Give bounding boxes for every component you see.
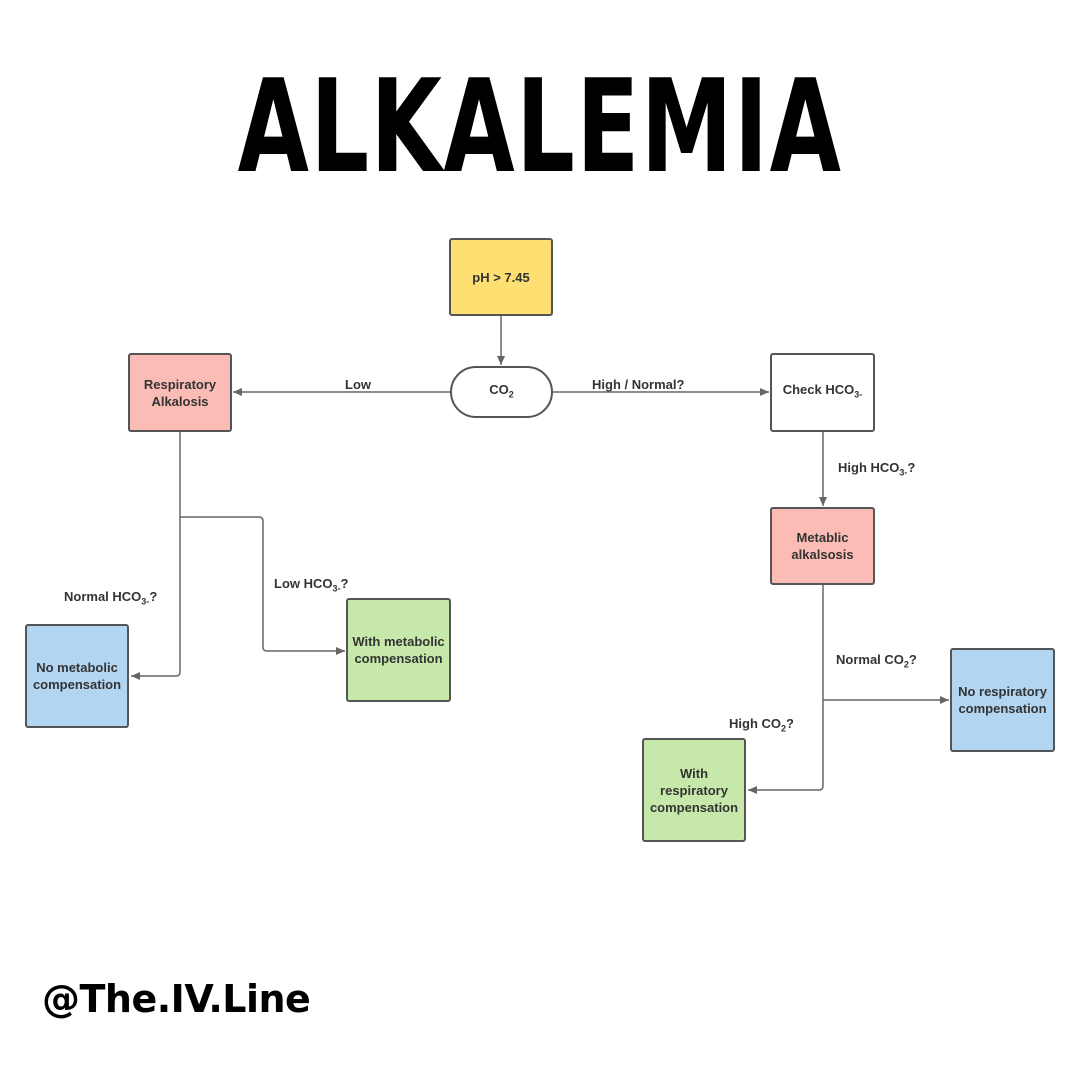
respiratory-alkalosis-label: Respiratory Alkalosis: [143, 376, 217, 409]
with-metabolic-compensation-label: With metabolic compensation: [352, 634, 445, 666]
edge-label-high-co2: High CO2?: [729, 716, 794, 734]
edge-resp-to-no-met-comp: [131, 432, 181, 680]
edge-label-low: Low: [345, 377, 371, 392]
ph-node: pH > 7.45: [449, 238, 553, 316]
page-title: ALKALEMIA: [237, 53, 843, 202]
edge-label-normal-hco3: Normal HCO3-?: [64, 589, 158, 607]
metabolic-alkalosis-node: Metablic alkalsosis: [770, 507, 875, 585]
edge-label-normal-co2: Normal CO2?: [836, 652, 917, 670]
edge-label-high-normal: High / Normal?: [592, 377, 685, 392]
respiratory-alkalosis-node: Respiratory Alkalosis: [128, 353, 232, 432]
edge-met-to-with-resp-comp: [748, 584, 824, 794]
no-metabolic-compensation-node: No metabolic compensation: [25, 624, 129, 728]
no-respiratory-compensation-node: No respiratory compensation: [950, 648, 1055, 752]
ph-node-label: pH > 7.45: [472, 269, 530, 285]
no-respiratory-compensation-label: No respiratory compensation: [958, 684, 1047, 716]
with-respiratory-compensation-node: With respiratory compensation: [642, 738, 746, 842]
edge-label-high-hco3: High HCO3-?: [838, 460, 916, 478]
footer-handle: @The.IV.Line: [42, 977, 311, 1021]
co2-node-label: CO2: [489, 381, 514, 400]
metabolic-alkalosis-label: Metablic alkalsosis: [791, 530, 854, 562]
with-metabolic-compensation-node: With metabolic compensation: [346, 598, 451, 702]
edge-resp-to-with-met-comp: [180, 516, 345, 655]
no-metabolic-compensation-label: No metabolic compensation: [32, 660, 122, 692]
check-hco3-label: Check HCO3-: [782, 382, 863, 400]
edge-label-low-hco3: Low HCO3-?: [274, 576, 349, 594]
check-hco3-node: Check HCO3-: [770, 353, 875, 432]
co2-node: CO2: [450, 366, 553, 418]
with-respiratory-compensation-label: With respiratory compensation: [649, 765, 739, 815]
